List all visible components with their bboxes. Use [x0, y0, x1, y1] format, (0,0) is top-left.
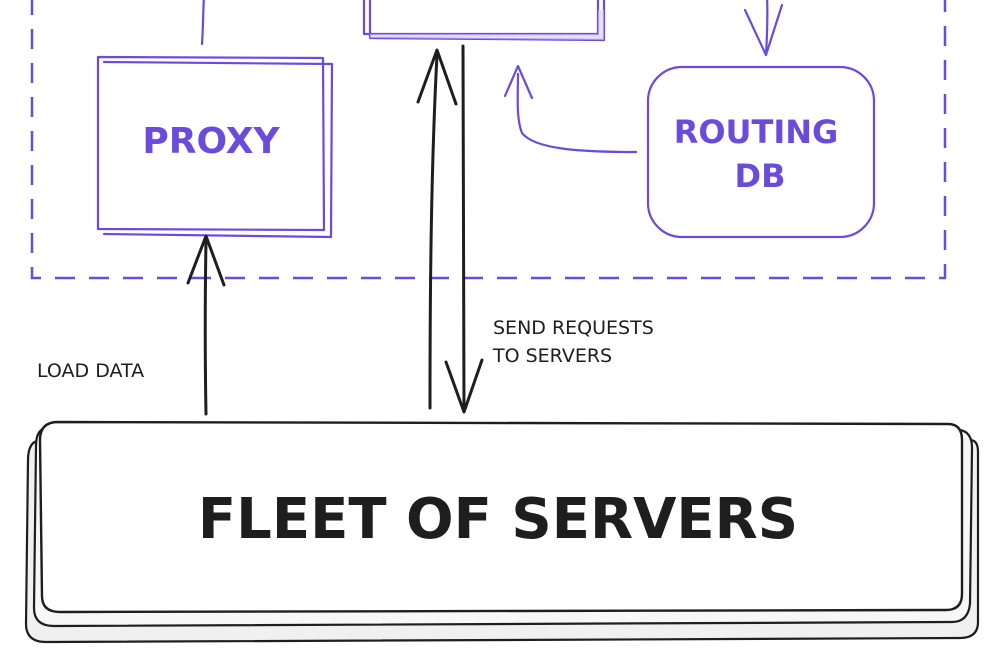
send-requests-label-line2: TO SERVERS: [492, 345, 612, 367]
arrow-fleet-to-top: [416, 48, 458, 410]
arrow-into-routing-db: [743, 0, 784, 57]
routing-db-node: ROUTING DB: [646, 65, 876, 239]
proxy-upstream-line: [200, 0, 205, 46]
arrow-routing-db-to-top: [503, 64, 638, 154]
arrow-send-requests: [444, 44, 484, 414]
routing-db-label-line2: DB: [735, 157, 786, 195]
fleet-of-servers-label: FLEET OF SERVERS: [198, 487, 798, 552]
proxy-label: PROXY: [142, 121, 280, 162]
routing-db-label-line1: ROUTING: [674, 113, 839, 151]
routing-layer-boundary: [30, 0, 947, 280]
fleet-of-servers-node: FLEET OF SERVERS: [24, 420, 980, 644]
load-data-label: LOAD DATA: [37, 360, 144, 382]
top-center-node: [362, 0, 606, 42]
proxy-node: PROXY: [96, 55, 334, 239]
arrow-load-data: [186, 234, 226, 416]
send-requests-label-line1: SEND REQUESTS: [493, 317, 654, 339]
